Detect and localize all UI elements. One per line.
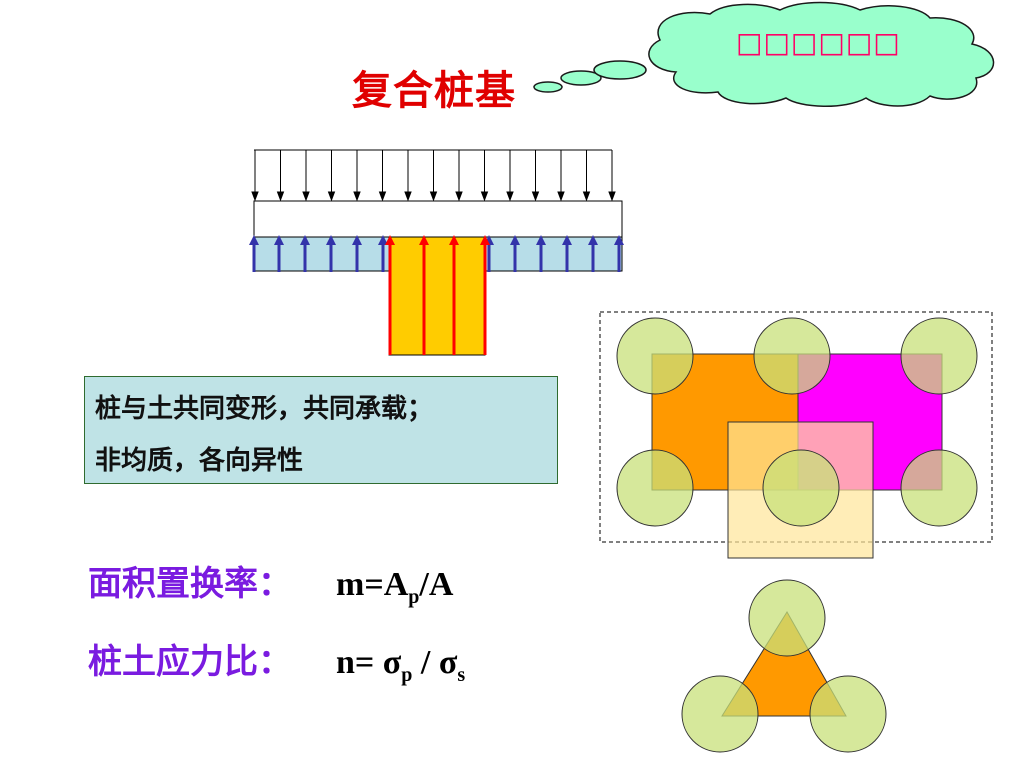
load-arrow-head — [531, 191, 540, 202]
soil-reaction-arrowhead — [536, 235, 546, 245]
pile-circle — [616, 317, 694, 395]
load-arrow-head — [327, 191, 336, 202]
note-box: 桩与土共同变形，共同承载； 非均质，各向异性 — [84, 376, 558, 484]
soil-reaction-arrowhead — [274, 235, 284, 245]
soil-reaction-arrowhead — [510, 235, 520, 245]
load-arrow-head — [455, 191, 463, 202]
load-arrow-head — [302, 191, 310, 202]
soil-reaction-arrowhead — [378, 235, 388, 245]
load-arrow-head — [506, 191, 514, 202]
pile-reaction-arrowhead — [419, 235, 429, 245]
note-line-2: 非均质，各向异性 — [95, 446, 304, 476]
pile-circle — [762, 449, 840, 527]
page-title: 复合桩基 — [352, 67, 516, 114]
soil-reaction-arrowhead — [614, 235, 624, 245]
load-arrows — [251, 149, 616, 202]
area-ratio-row: 面积置换率： m=Ap/A — [88, 556, 454, 608]
soil-reaction-arrowhead — [352, 235, 362, 245]
soil-reaction-arrowhead — [588, 235, 598, 245]
pile-circle — [753, 317, 831, 395]
load-arrow-head — [404, 191, 412, 202]
load-arrow-head — [480, 191, 489, 202]
arrangement-border — [599, 311, 993, 543]
pile-circle — [900, 449, 978, 527]
load-arrow-head — [353, 191, 361, 202]
stress-ratio-formula: n= σp / σs — [336, 644, 466, 686]
area-ratio-label: 面积置换率： — [88, 564, 292, 604]
load-arrow-head — [378, 191, 387, 202]
note-line-1: 桩与土共同变形，共同承载； — [95, 394, 434, 424]
triangle-cell — [721, 611, 847, 717]
area-ratio-formula: m=Ap/A — [336, 566, 454, 608]
pile-cap — [253, 200, 623, 238]
load-arrow-head — [608, 191, 616, 202]
cloud-callout — [533, 1, 995, 107]
load-arrow-head — [557, 191, 565, 202]
cloud-label: □□□□□□ — [736, 26, 901, 59]
load-arrow-head — [582, 191, 591, 202]
pile-circle — [900, 317, 978, 395]
soil-reaction-arrowhead — [249, 235, 259, 245]
pile-circle — [616, 449, 694, 527]
pile-circle — [748, 579, 826, 657]
soil-reaction-arrowhead — [300, 235, 310, 245]
load-arrow-head — [276, 191, 285, 202]
soil-reaction-arrowhead — [562, 235, 572, 245]
stress-ratio-row: 桩土应力比： n= σp / σs — [88, 634, 466, 686]
pile-circle — [809, 675, 887, 753]
pile-reaction-arrowhead — [449, 235, 459, 245]
pile-circle — [681, 675, 759, 753]
soil-reaction-arrowhead — [326, 235, 336, 245]
stress-ratio-label: 桩土应力比： — [88, 642, 292, 682]
load-arrow-head — [251, 191, 259, 202]
pile — [388, 236, 486, 356]
load-arrow-head — [429, 191, 438, 202]
pile-reaction-arrowhead — [385, 235, 395, 245]
pile-reaction-arrowhead — [480, 235, 490, 245]
